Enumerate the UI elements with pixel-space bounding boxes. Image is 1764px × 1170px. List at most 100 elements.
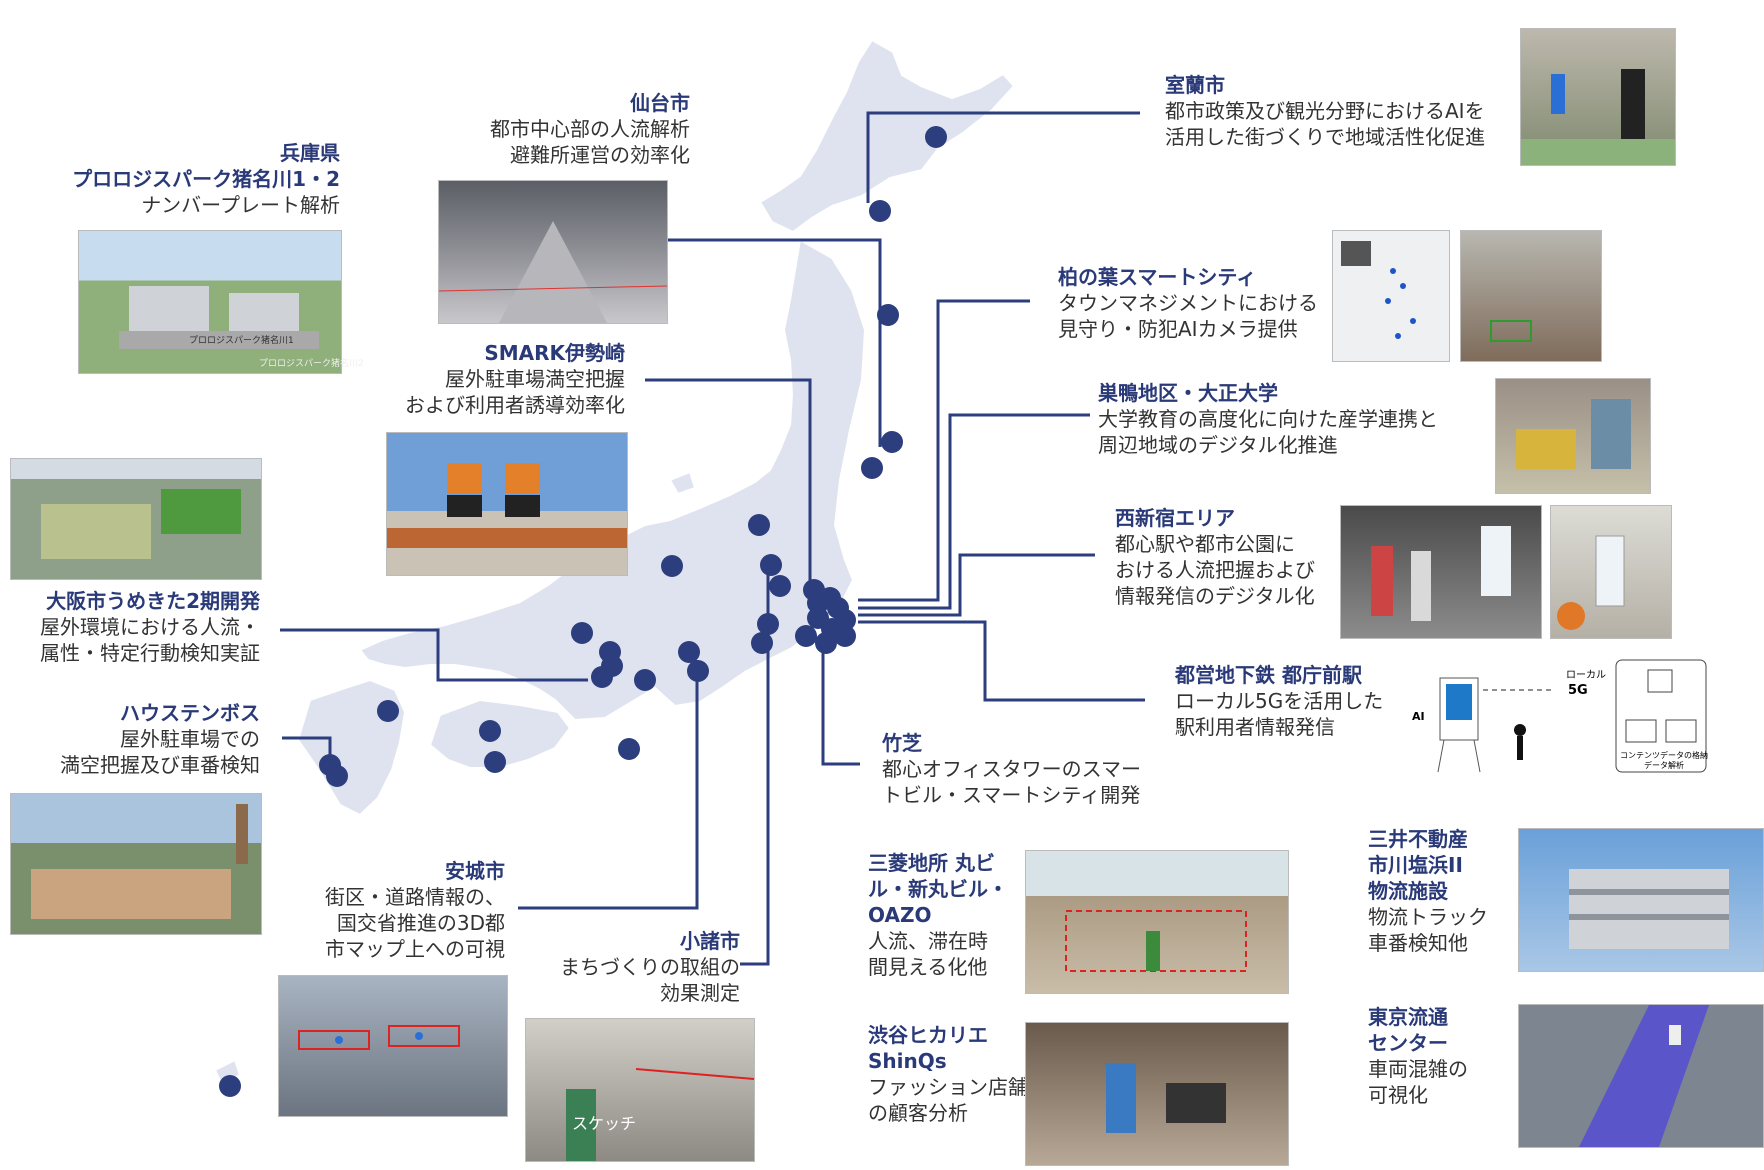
photo-caption: プロロジスパーク猪名川1	[189, 334, 294, 346]
location-dot	[591, 666, 613, 688]
location-dot	[861, 457, 883, 479]
photo-nishishinjuku-1	[1340, 505, 1542, 639]
line-kashiwa	[858, 299, 1030, 602]
site-title: プロロジスパーク猪名川1・2	[72, 167, 340, 191]
site-title: センター	[1368, 1031, 1448, 1055]
photo-drawing	[1106, 1063, 1226, 1133]
label-kashiwa: 柏の葉スマートシティ タウンマネジメントにおける 見守り・防犯AIカメラ提供	[1058, 264, 1318, 342]
site-description: 車両混雑の	[1368, 1057, 1468, 1081]
location-dot	[769, 575, 791, 597]
site-title: SMARK伊勢崎	[484, 341, 625, 365]
site-description: 屋外駐車場満空把握	[445, 367, 625, 391]
site-title: 三菱地所 丸ビ	[868, 851, 995, 875]
location-dot	[757, 613, 779, 635]
site-description: 周辺地域のデジタル化推進	[1098, 433, 1338, 457]
label-mitsui: 三井不動産 市川塩浜II 物流施設 物流トラック 車番検知他	[1368, 826, 1488, 956]
site-description: 市マップ上への可視	[325, 937, 505, 961]
site-title: 都営地下鉄 都庁前駅	[1175, 663, 1362, 687]
site-description: 都心駅や都市公園に	[1115, 532, 1295, 556]
diagram-caption: データ解析	[1644, 760, 1684, 770]
site-description: 間見える化他	[868, 955, 988, 979]
site-description: ローカル5Gを活用した	[1175, 689, 1384, 713]
site-description: 都市政策及び観光分野におけるAIを	[1165, 99, 1485, 123]
photo-drawing	[1341, 241, 1416, 339]
diagram-5g-label: 5G	[1568, 683, 1588, 698]
photo-caption: スケッチ	[572, 1114, 636, 1133]
site-description: 都心オフィスタワーのスマー	[882, 757, 1141, 781]
site-description: 物流トラック	[1368, 905, 1488, 929]
label-anjo: 安城市 街区・道路情報の、 国交省推進の3D都 市マップ上への可視	[290, 858, 505, 962]
location-dot	[377, 700, 399, 722]
location-dot	[834, 625, 856, 647]
site-description: ナンバープレート解析	[141, 193, 340, 217]
site-description: 情報発信のデジタル化	[1115, 584, 1315, 608]
label-tokyo-ryutsu: 東京流通 センター 車両混雑の 可視化	[1368, 1004, 1468, 1108]
site-title: 西新宿エリア	[1115, 506, 1235, 530]
photo-caption: プロロジスパーク猪名川2	[259, 357, 364, 369]
diagram-drawing: AI ローカル 5G コンテンツデータの格納 データ解析	[1412, 659, 1708, 773]
site-description: 効果測定	[660, 981, 740, 1005]
line-sugamo	[858, 413, 1090, 610]
site-description: 活用した街づくりで地域活性化促進	[1165, 125, 1485, 149]
photo-kashiwa-map	[1332, 230, 1450, 362]
photo-shibuya	[1025, 1022, 1289, 1166]
photo-marunouchi	[1025, 850, 1289, 994]
photo-huis-ten-bosch	[10, 793, 262, 935]
label-takeshiba: 竹芝 都心オフィスタワーのスマー トビル・スマートシティ開発	[882, 730, 1141, 808]
photo-drawing	[1516, 399, 1631, 469]
photo-drawing	[1579, 1005, 1709, 1147]
location-dot	[795, 625, 817, 647]
site-description: まちづくりの取組の	[560, 955, 740, 979]
site-title: OAZO	[868, 903, 932, 927]
label-komoro: 小諸市 まちづくりの取組の 効果測定	[530, 928, 740, 1006]
photo-sendai	[438, 180, 668, 324]
sado-landmass	[668, 470, 697, 496]
site-title: 竹芝	[882, 731, 922, 755]
location-dot	[751, 632, 773, 654]
site-description: 可視化	[1368, 1083, 1428, 1107]
site-description: 屋外環境における人流・	[40, 615, 260, 639]
photo-drawing	[1371, 526, 1511, 621]
site-title: 渋谷ヒカリエ	[868, 1023, 988, 1047]
label-hyogo: 兵庫県 プロロジスパーク猪名川1・2 ナンバープレート解析	[60, 140, 340, 218]
photo-smark	[386, 432, 628, 576]
site-title: 室蘭市	[1165, 73, 1225, 97]
site-title: 安城市	[445, 859, 505, 883]
photo-drawing	[11, 459, 261, 559]
line-nishishinjuku	[858, 553, 1095, 617]
line-takeshiba	[821, 635, 860, 766]
site-title: 三井不動産	[1368, 827, 1468, 851]
location-dot	[678, 641, 700, 663]
photo-sugamo	[1495, 378, 1651, 494]
site-description: おける人流把握および	[1115, 558, 1315, 582]
photo-kashiwa-camera	[1460, 230, 1602, 362]
label-sendai: 仙台市 都市中心部の人流解析 避難所運営の効率化	[440, 90, 690, 168]
site-title: 東京流通	[1368, 1005, 1448, 1029]
site-description: 都市中心部の人流解析	[490, 117, 690, 141]
site-description: の顧客分析	[868, 1101, 968, 1125]
honshu-landmass	[358, 238, 867, 722]
line-toei	[858, 620, 1145, 702]
label-toei: 都営地下鉄 都庁前駅 ローカル5Gを活用した 駅利用者情報発信	[1175, 662, 1383, 740]
photo-drawing	[1026, 851, 1288, 972]
line-muroran	[866, 111, 1140, 203]
photo-hyogo-prologis: プロロジスパーク猪名川1 プロロジスパーク猪名川2	[78, 230, 364, 374]
photo-drawing	[387, 463, 627, 548]
diagram-toei-5g: AI ローカル 5G コンテンツデータの格納 データ解析	[1408, 650, 1708, 790]
location-dot	[326, 765, 348, 787]
photo-drawing	[1521, 69, 1675, 165]
diagram-ai-label: AI	[1412, 710, 1425, 723]
location-dot	[760, 554, 782, 576]
site-title: 物流施設	[1368, 879, 1448, 903]
label-marunouchi: 三菱地所 丸ビ ル・新丸ビル・ OAZO 人流、滞在時 間見える化他	[868, 850, 1008, 980]
site-title: 大阪市うめきた2期開発	[46, 589, 260, 613]
photo-drawing	[31, 804, 248, 919]
label-umekita: 大阪市うめきた2期開発 屋外環境における人流・ 属性・特定行動検知実証	[10, 588, 260, 666]
location-dot	[219, 1075, 241, 1097]
diagram-caption: コンテンツデータの格納	[1620, 750, 1708, 760]
location-dot	[869, 200, 891, 222]
location-dot	[571, 622, 593, 644]
line-smark	[645, 378, 812, 590]
site-description: および利用者誘導効率化	[405, 393, 625, 417]
